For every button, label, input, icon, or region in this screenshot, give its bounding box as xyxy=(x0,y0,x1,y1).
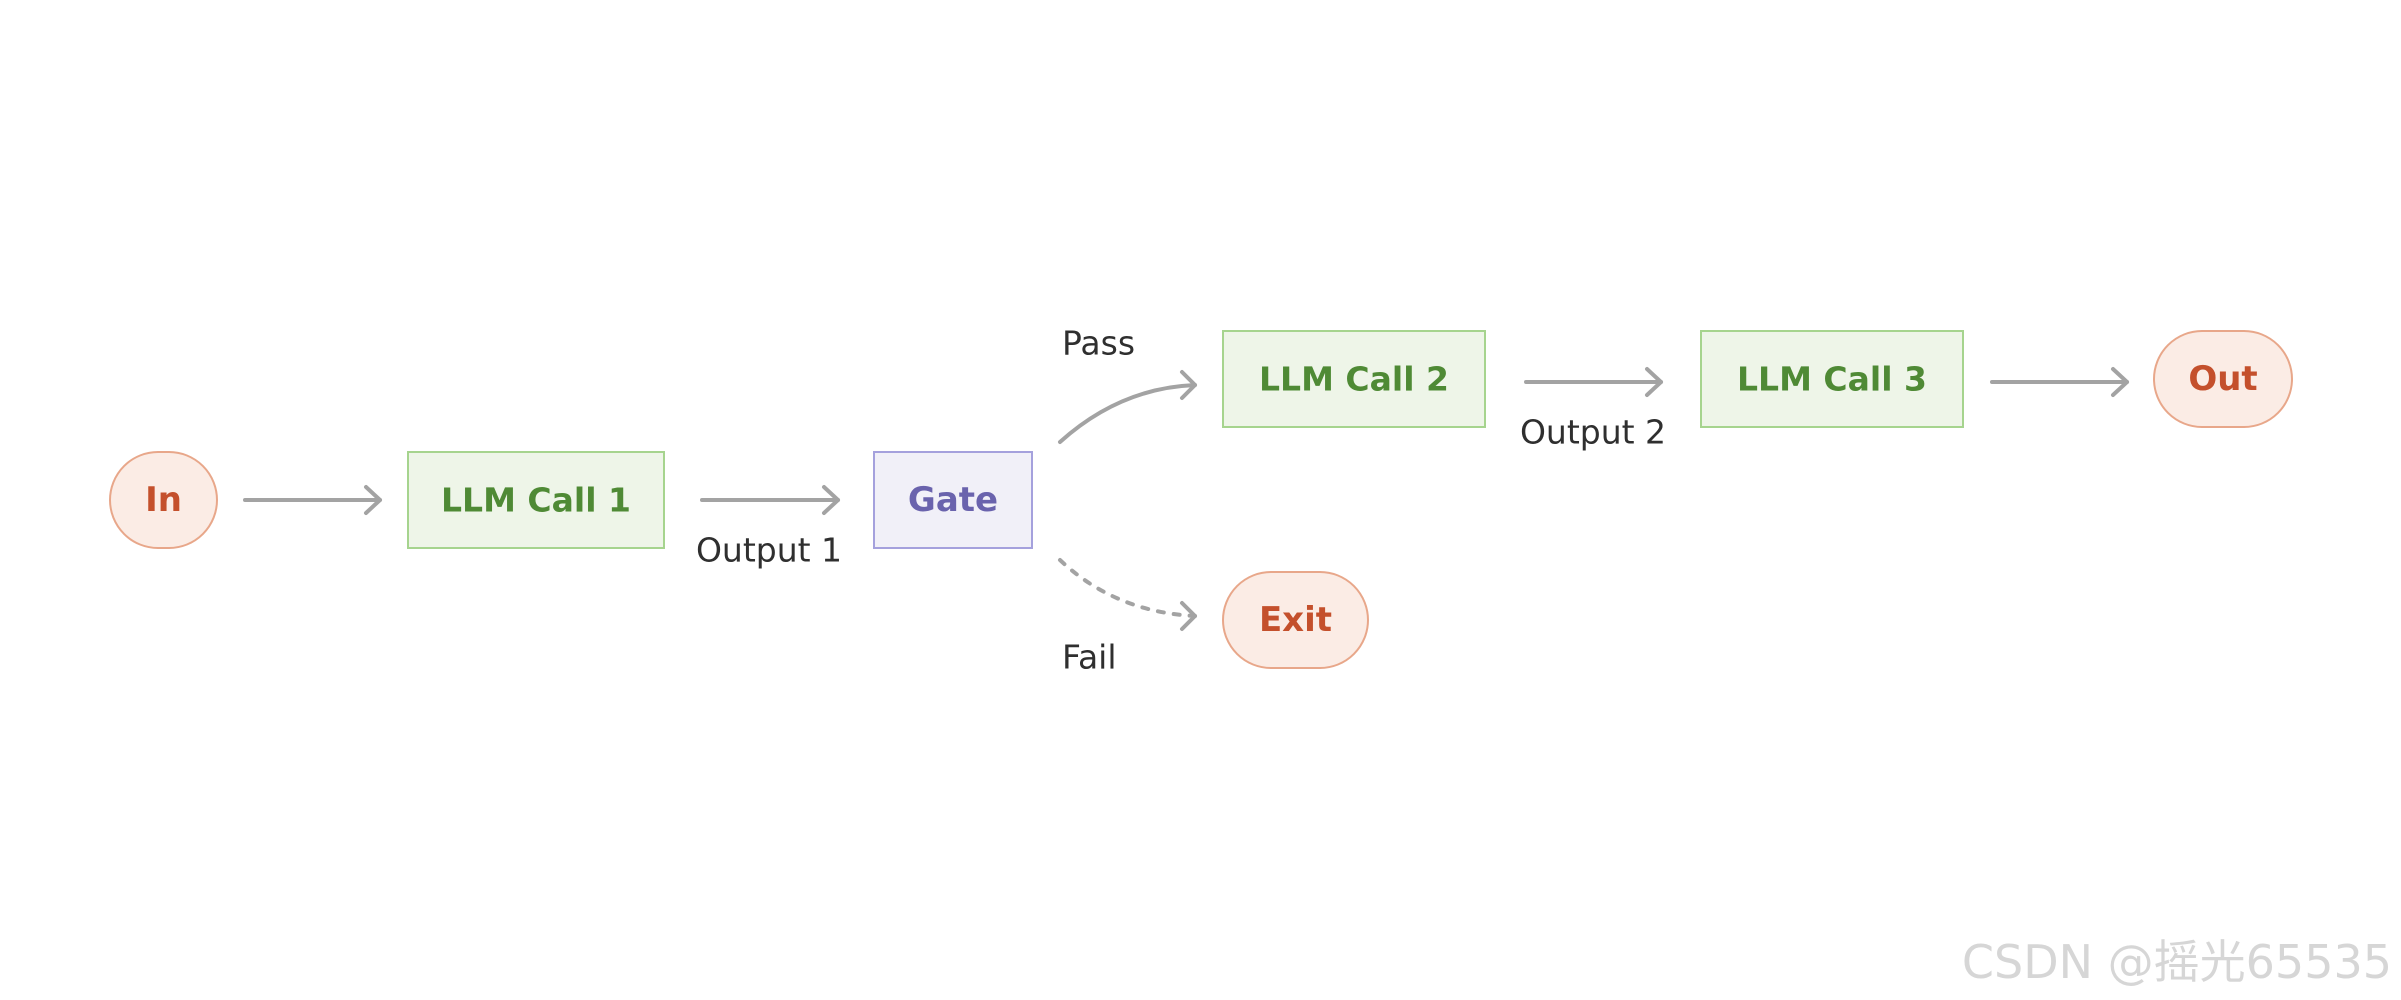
edge-label-output-1: Output 1 xyxy=(696,531,842,570)
arrow-gate-pass xyxy=(1058,370,1197,444)
arrowhead-icon xyxy=(2111,367,2129,397)
node-llm-call-2: LLM Call 2 xyxy=(1222,330,1486,428)
arrowhead-icon xyxy=(1180,370,1197,400)
node-llm-call-3-label: LLM Call 3 xyxy=(1737,360,1927,399)
arrow-call1-to-gate xyxy=(700,485,840,515)
node-in-label: In xyxy=(145,480,182,520)
edge-label-fail: Fail xyxy=(1062,638,1117,677)
node-llm-call-3: LLM Call 3 xyxy=(1700,330,1964,428)
arrow-call2-to-call3 xyxy=(1524,367,1663,397)
arrow-in-to-call1 xyxy=(243,485,382,515)
node-exit-label: Exit xyxy=(1259,600,1332,640)
arrowhead-icon xyxy=(364,485,382,515)
node-llm-call-1-label: LLM Call 1 xyxy=(441,481,631,520)
arrowhead-icon xyxy=(822,485,840,515)
node-in: In xyxy=(109,451,218,549)
node-out-label: Out xyxy=(2188,359,2257,399)
arrow-gate-fail xyxy=(1058,558,1197,631)
node-gate-label: Gate xyxy=(908,480,998,520)
node-llm-call-2-label: LLM Call 2 xyxy=(1259,360,1449,399)
arrowhead-icon xyxy=(1645,367,1663,397)
watermark: CSDN @摇光65535 xyxy=(1962,935,2392,989)
node-gate: Gate xyxy=(873,451,1033,549)
edge-label-output-2: Output 2 xyxy=(1520,413,1666,452)
arrow-call3-to-out xyxy=(1990,367,2129,397)
arrowhead-icon xyxy=(1180,601,1197,631)
node-out: Out xyxy=(2153,330,2293,428)
node-exit: Exit xyxy=(1222,571,1369,669)
node-llm-call-1: LLM Call 1 xyxy=(407,451,665,549)
edge-label-pass: Pass xyxy=(1062,324,1135,363)
